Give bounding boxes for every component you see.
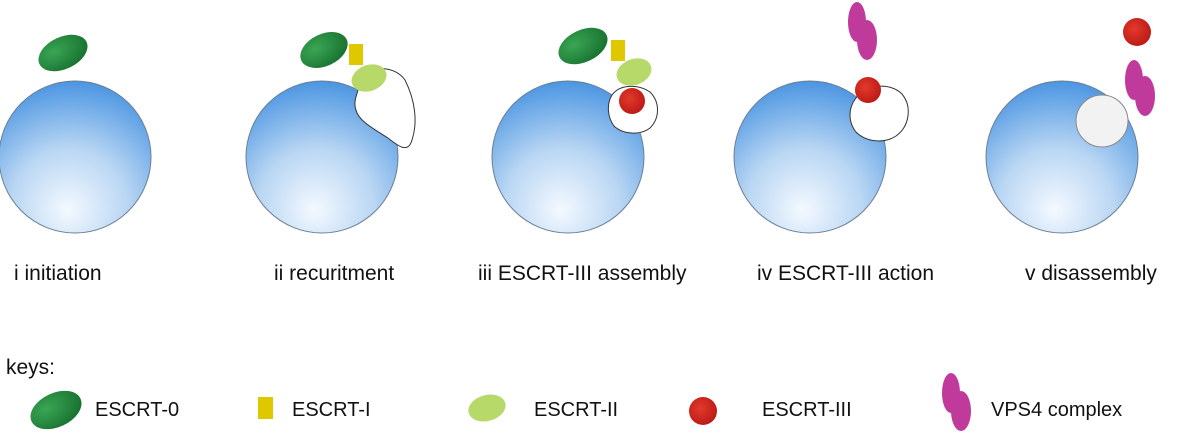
escrt-ii-complex (616, 58, 652, 86)
key-icons (30, 373, 971, 431)
stage-4-escrt-iii-action (733, 2, 909, 234)
stage-label: iii ESCRT-III assembly (478, 262, 687, 285)
stage-label: ii recuritment (274, 262, 395, 285)
escrt-0-complex (300, 32, 348, 68)
escrt-iii-complex (1123, 18, 1151, 46)
escrt-0-complex (558, 27, 608, 65)
key-label-vps4-complex: VPS4 complex (991, 399, 1123, 421)
membrane-sphere (491, 80, 645, 234)
vesicle (1075, 94, 1129, 148)
vps4-complex (848, 2, 877, 60)
vps4-lobe (1135, 76, 1155, 116)
key-label-escrt-iii: ESCRT-III (762, 399, 852, 421)
stage-label: iv ESCRT-III action (757, 262, 935, 285)
escrt-iii-complex (855, 77, 881, 103)
escrt-ii-complex (351, 64, 387, 92)
escrt-iii-complex (619, 88, 645, 114)
stage-5-disassembly (985, 18, 1155, 234)
key-label-escrt-0: ESCRT-0 (95, 399, 180, 421)
keys-title: keys: (6, 356, 56, 379)
key-label-escrt-ii: ESCRT-II (534, 399, 619, 421)
membrane-sphere (245, 80, 399, 234)
stage-1-initiation (0, 34, 152, 234)
escrt-ii-key-icon (468, 394, 506, 422)
vps4-complex-key-icon (942, 373, 971, 431)
key-label-escrt-i: ESCRT-I (292, 399, 371, 421)
escrt-i-complex (611, 40, 625, 61)
escrt-i-key-icon (258, 397, 273, 419)
escrt-i-complex (349, 44, 363, 65)
vps4-complex (1125, 60, 1155, 116)
membrane-sphere (0, 80, 152, 234)
stage-3-escrt-iii-assembly (491, 27, 658, 234)
vps4-lobe (857, 20, 877, 60)
escrt-0-complex (38, 34, 88, 72)
escrt-iii-key-icon (689, 397, 717, 425)
stage-label: v disassembly (1025, 262, 1157, 285)
vps4-lobe (951, 391, 971, 431)
stage-label: i initiation (14, 262, 102, 285)
escrt-0-key-icon (30, 390, 82, 430)
stage-2-recruitment (245, 32, 416, 234)
membrane-sphere (733, 80, 887, 234)
